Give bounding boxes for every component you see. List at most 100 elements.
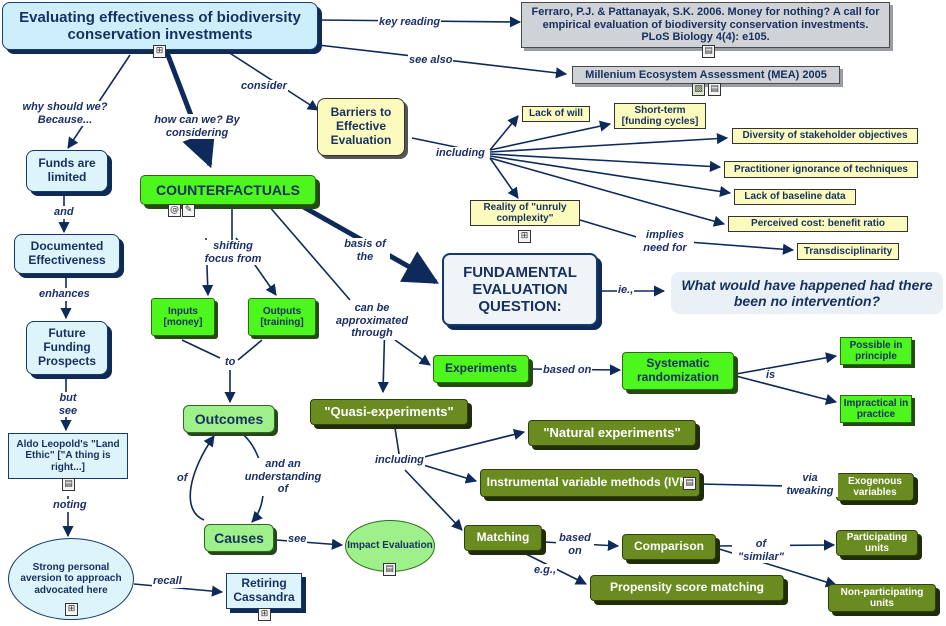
documented-text: Documented Effectiveness [28,239,106,267]
exogenous-node[interactable]: Exogenous variables [836,473,914,501]
link-label-ie: ie., [617,284,635,297]
leopold-text: Aldo Leopold's "Land Ethic" ["A thing is… [16,438,120,473]
title-text: Evaluating effectiveness of biodiversity… [19,8,301,43]
link-label-why: why should we? Because... [14,101,116,127]
document-icon[interactable]: ▤ [702,45,715,58]
link-label-shifting: shifting focus from [200,240,266,266]
image-icon[interactable]: ▨ [692,83,705,96]
practitioner-node[interactable]: Practitioner ignorance of techniques [724,161,918,178]
link-label-including-barriers: including [435,147,486,160]
outputs-node[interactable]: Outputs [training] [248,298,316,336]
link-label-of: of [176,472,189,485]
diversity-text: Diversity of stakeholder objectives [742,130,908,142]
non-participating-units-node[interactable]: Non-participating units [828,584,936,612]
title-node[interactable]: Evaluating effectiveness of biodiversity… [2,2,318,50]
document-icon[interactable]: ✎ [182,204,195,217]
link-label-noting: noting [52,499,88,512]
quasi-experiments-node[interactable]: "Quasi-experiments" [310,399,468,425]
systematic-randomization-text: Systematic randomization [636,356,719,384]
reality-text: Reality of "unruly complexity" [483,201,567,225]
funds-node[interactable]: Funds are limited [26,150,108,192]
link-label-to: to [224,356,237,369]
mea-node[interactable]: Millenium Ecosystem Assessment (MEA) 200… [572,66,840,84]
link-label-and: and [53,206,75,219]
counterfactuals-text: COUNTERFACTUALS [156,181,300,198]
natural-experiments-node[interactable]: "Natural experiments" [528,420,696,446]
link-label-via-tweaking: via tweaking [782,472,838,498]
link-label-of-similar: of "similar" [732,538,790,564]
systematic-randomization-node[interactable]: Systematic randomization [622,352,734,390]
what-would-have-happened-node[interactable]: What would have happened had there been … [671,272,943,314]
fundamental-question-node[interactable]: FUNDAMENTAL EVALUATION QUESTION: [442,253,598,326]
ferraro-reference-node[interactable]: Ferraro, P.J. & Pattanayak, S.K. 2006. M… [521,2,890,48]
link-label-is: is [765,369,777,382]
impact-evaluation-node[interactable]: Impact Evaluation [345,520,435,572]
link-label-basis: basis of the [340,238,390,264]
link-label-see-also: see also [408,54,454,67]
comparison-text: Comparison [633,539,704,554]
impractical-text: Impractical in practice [843,397,909,421]
cost-benefit-text: Perceived cost: benefit ratio [751,218,885,230]
link-label-based-on-experiments: based on [542,364,593,377]
link-label-eg: e.g., [533,564,558,577]
short-term-text: Short-term [funding cycles] [621,104,699,128]
outcomes-node[interactable]: Outcomes [183,405,275,433]
documented-node[interactable]: Documented Effectiveness [14,234,120,274]
link-label-including-quasi: including [374,454,425,467]
retiring-cassandra-node[interactable]: Retiring Cassandra [226,573,302,609]
ivm-text: Instrumental variable methods (IVM) [486,475,694,490]
causes-node[interactable]: Causes [204,524,274,552]
inputs-node[interactable]: Inputs [money] [151,298,215,336]
causes-text: Causes [214,529,264,546]
impractical-node[interactable]: Impractical in practice [840,395,912,423]
leopold-node[interactable]: Aldo Leopold's "Land Ethic" ["A thing is… [8,433,128,479]
quasi-experiments-text: "Quasi-experiments" [324,403,454,419]
outcomes-text: Outcomes [194,410,264,427]
concept-map-icon[interactable]: ⊞ [258,608,271,621]
web-link-icon[interactable]: @ [168,204,181,217]
reality-node[interactable]: Reality of "unruly complexity" [470,200,580,226]
non-participating-units-text: Non-participating units [840,586,924,610]
link-label-see: see [287,533,308,546]
counterfactuals-node[interactable]: COUNTERFACTUALS [140,175,316,205]
impact-evaluation-text: Impact Evaluation [347,540,433,552]
transdisciplinarity-node[interactable]: Transdisciplinarity [797,243,899,260]
baseline-node[interactable]: Lack of baseline data [734,189,856,205]
experiments-node[interactable]: Experiments [433,355,529,383]
link-label-consider: consider [240,80,288,93]
document-icon[interactable]: ▤ [708,83,721,96]
document-icon[interactable]: ▤ [683,477,696,490]
concept-map-icon[interactable]: ⊞ [153,45,166,58]
matching-node[interactable]: Matching [464,525,542,551]
participating-units-node[interactable]: Participating units [836,530,918,556]
link-label-but-see: but see [50,392,86,418]
cost-benefit-node[interactable]: Perceived cost: benefit ratio [728,216,908,232]
diversity-node[interactable]: Diversity of stakeholder objectives [732,128,918,144]
concept-map-icon[interactable]: ⊞ [518,230,531,243]
baseline-text: Lack of baseline data [744,191,846,203]
comparison-node[interactable]: Comparison [622,534,716,560]
outputs-text: Outputs [training] [260,305,304,329]
link-label-based-on-matching: based on [556,532,594,558]
aversion-text: Strong personal aversion to approach adv… [20,561,122,596]
possible-node[interactable]: Possible in principle [840,337,912,365]
barriers-node[interactable]: Barriers to Effective Evaluation [317,98,405,156]
document-icon[interactable]: ▤ [383,563,396,576]
ferraro-reference-text: Ferraro, P.J. & Pattanayak, S.K. 2006. M… [531,6,880,44]
propensity-score-node[interactable]: Propensity score matching [590,575,784,601]
funds-text: Funds are limited [38,156,96,184]
retiring-cassandra-text: Retiring Cassandra [233,576,295,604]
future-text: Future Funding Prospects [37,326,97,368]
what-would-have-happened-text: What would have happened had there been … [681,276,933,309]
short-term-node[interactable]: Short-term [funding cycles] [614,103,706,129]
possible-text: Possible in principle [849,339,903,363]
fundamental-question-text: FUNDAMENTAL EVALUATION QUESTION: [463,263,577,316]
lack-of-will-node[interactable]: Lack of will [522,106,590,122]
future-node[interactable]: Future Funding Prospects [26,321,108,375]
document-icon[interactable]: ▤ [62,478,75,491]
lack-of-will-text: Lack of will [529,108,583,120]
link-label-enhances: enhances [38,288,91,301]
ivm-node[interactable]: Instrumental variable methods (IVM) [480,469,700,497]
concept-map-icon[interactable]: ⊞ [65,603,78,616]
